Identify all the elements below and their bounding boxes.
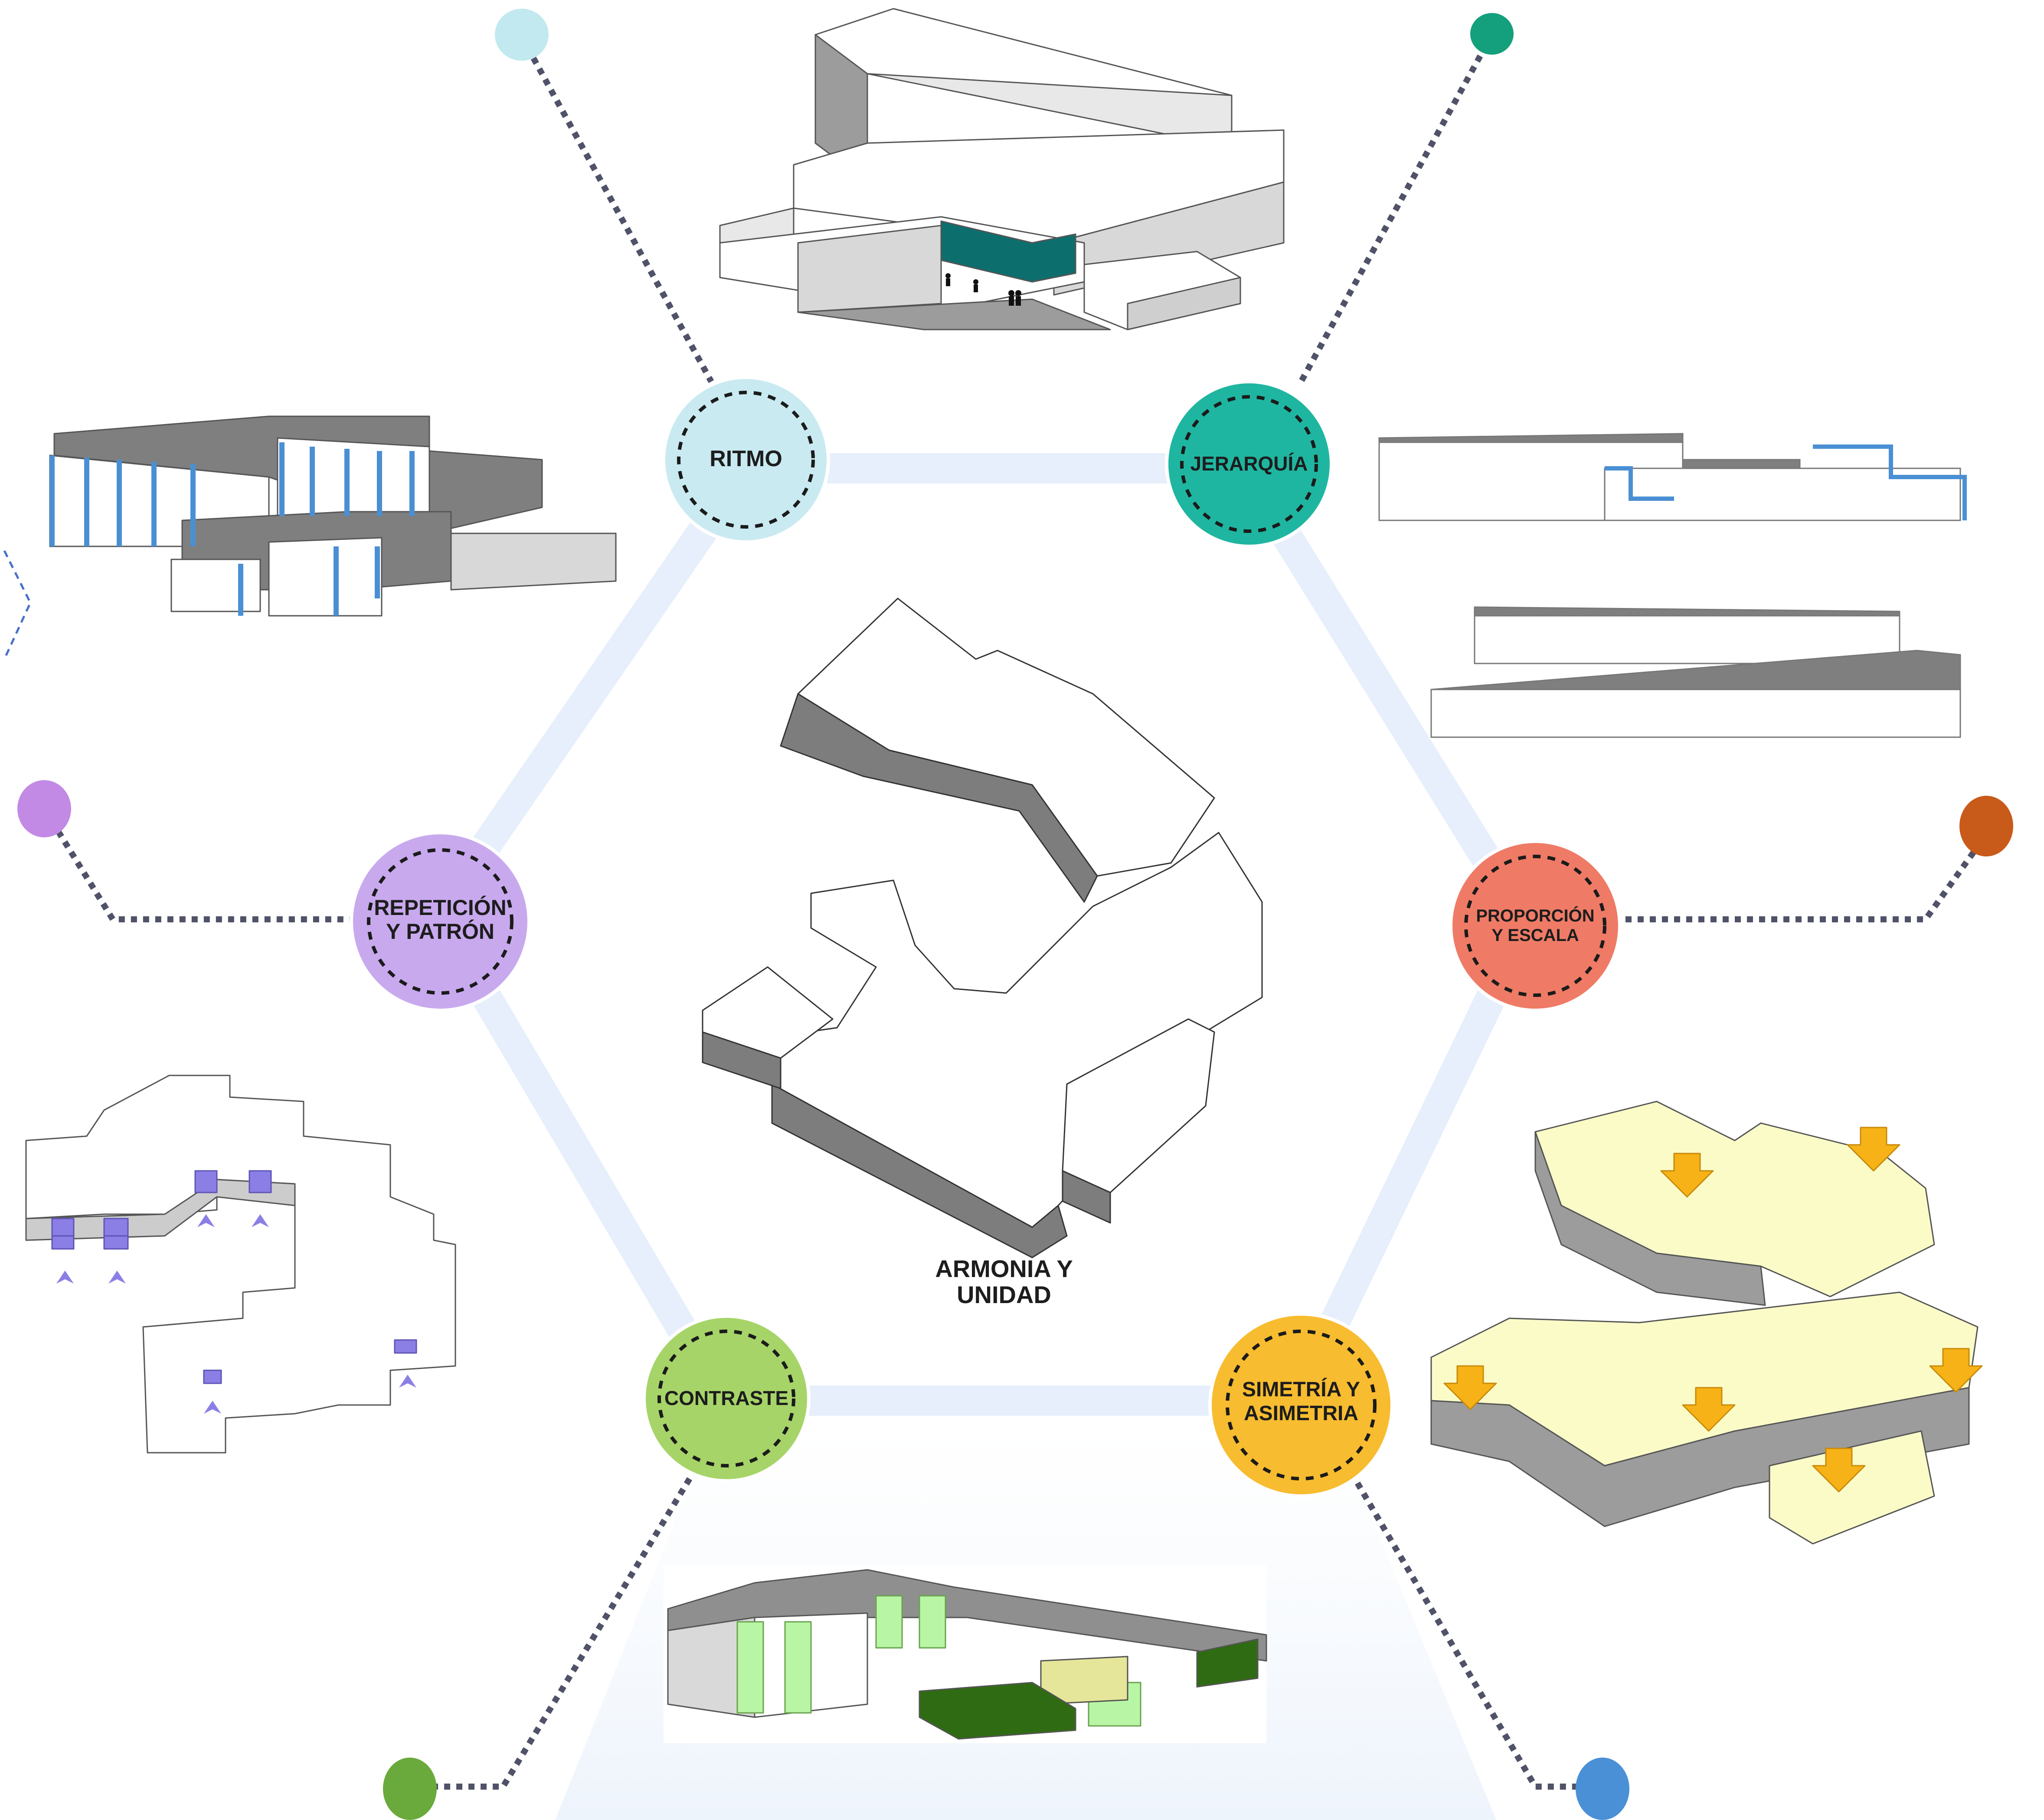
node-jerarquia: JERARQUÍA bbox=[1165, 380, 1333, 548]
connector-repeticion bbox=[43, 809, 356, 922]
node-simetria: SIMETRÍA Y ASIMETRIA bbox=[1208, 1312, 1394, 1498]
dot-repeticion bbox=[17, 780, 71, 837]
center-label: ARMONIA Y UNIDAD bbox=[935, 1255, 1073, 1308]
node-contraste: CONTRASTE bbox=[642, 1314, 811, 1483]
jerarquia-elevation-illustration bbox=[1378, 433, 1967, 738]
node-simetria-label-2: ASIMETRIA bbox=[1244, 1402, 1358, 1425]
left-edge-dashed-hint bbox=[3, 550, 32, 660]
node-repeticion-label-1: REPETICIÓN bbox=[374, 895, 507, 920]
node-contraste-label-1: CONTRASTE bbox=[664, 1387, 788, 1409]
node-proporcion: PROPORCIÓN Y ESCALA bbox=[1449, 840, 1622, 1012]
dot-simetria bbox=[1576, 1758, 1629, 1820]
dot-proporcion bbox=[1959, 796, 2013, 856]
connector-ritmo bbox=[519, 35, 714, 383]
connector-lines bbox=[43, 33, 1993, 1790]
node-repeticion: REPETICIÓN Y PATRÓN bbox=[350, 831, 531, 1012]
columns-massing-illustration bbox=[49, 415, 617, 617]
center-label-line-2: UNIDAD bbox=[957, 1281, 1051, 1308]
simetria-massing-illustration bbox=[1430, 1101, 1983, 1545]
center-label-line-1: ARMONIA Y bbox=[935, 1255, 1073, 1282]
dot-ritmo bbox=[495, 9, 549, 61]
connector-jerarquia bbox=[1298, 33, 1495, 383]
dot-jerarquia bbox=[1470, 13, 1514, 55]
node-ritmo-label-1: RITMO bbox=[710, 446, 782, 471]
contraste-massing-illustration bbox=[664, 1565, 1267, 1743]
connector-proporcion bbox=[1613, 826, 1993, 922]
dot-contraste bbox=[383, 1758, 437, 1820]
node-repeticion-label-2: Y PATRÓN bbox=[386, 919, 494, 944]
node-simetria-label-1: SIMETRÍA Y bbox=[1242, 1378, 1360, 1401]
node-ritmo: RITMO bbox=[662, 376, 830, 544]
node-proporcion-label-2: Y ESCALA bbox=[1491, 926, 1579, 945]
repeticion-massing-illustration bbox=[25, 1075, 456, 1454]
ritmo-massing-illustration bbox=[719, 8, 1285, 330]
endpoint-dots bbox=[17, 9, 2013, 1820]
node-proporcion-label-1: PROPORCIÓN bbox=[1476, 905, 1594, 925]
node-jerarquia-label-1: JERARQUÍA bbox=[1190, 452, 1308, 475]
armonia-massing-illustration bbox=[702, 598, 1263, 1258]
